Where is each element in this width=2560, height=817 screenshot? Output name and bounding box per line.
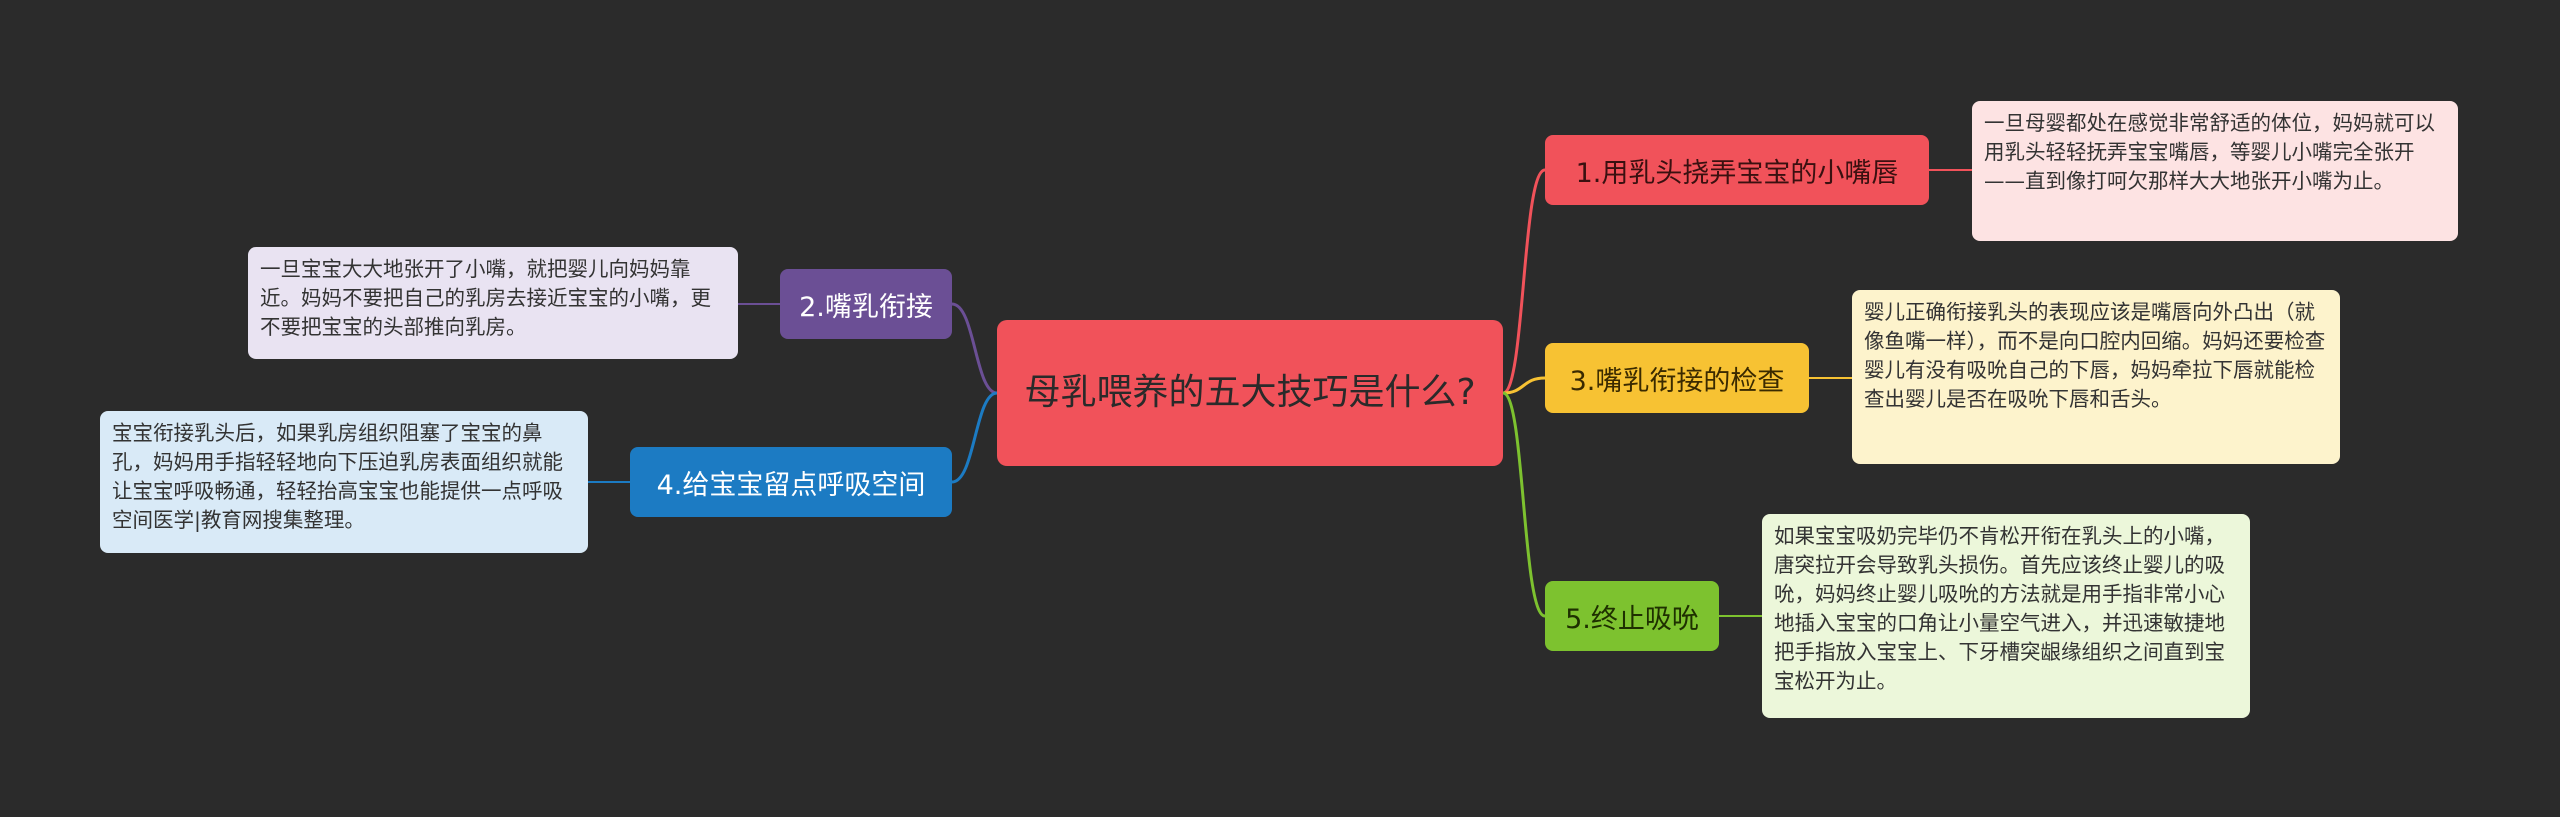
branch-4-detail-text: 宝宝衔接乳头后，如果乳房组织阻塞了宝宝的鼻孔，妈妈用手指轻轻地向下压迫乳房表面组… xyxy=(112,421,563,532)
branch-2-detail[interactable]: 一旦宝宝大大地张开了小嘴，就把婴儿向妈妈靠近。妈妈不要把自己的乳房去接近宝宝的小… xyxy=(248,247,738,359)
branch-3-detail[interactable]: 婴儿正确衔接乳头的表现应该是嘴唇向外凸出（就像鱼嘴一样），而不是向口腔内回缩。妈… xyxy=(1852,290,2340,464)
branch-5[interactable]: 5.终止吸吮 xyxy=(1545,581,1719,651)
link-center-b4 xyxy=(951,391,998,484)
branch-1-label: 1.用乳头挠弄宝宝的小嘴唇 xyxy=(1575,157,1899,189)
branch-1-detail[interactable]: 一旦母婴都处在感觉非常舒适的体位，妈妈就可以用乳头轻轻抚弄宝宝嘴唇，等婴儿小嘴完… xyxy=(1972,101,2458,241)
branch-3-label: 3.嘴乳衔接的检查 xyxy=(1569,365,1785,397)
branch-2-detail-text: 一旦宝宝大大地张开了小嘴，就把婴儿向妈妈靠近。妈妈不要把自己的乳房去接近宝宝的小… xyxy=(260,257,711,339)
branch-5-detail[interactable]: 如果宝宝吸奶完毕仍不肯松开衔在乳头上的小嘴，唐突拉开会导致乳头损伤。首先应该终止… xyxy=(1762,514,2250,718)
link-center-b5 xyxy=(1502,391,1546,618)
branch-1-detail-text: 一旦母婴都处在感觉非常舒适的体位，妈妈就可以用乳头轻轻抚弄宝宝嘴唇，等婴儿小嘴完… xyxy=(1984,111,2435,193)
branch-2-label: 2.嘴乳衔接 xyxy=(799,291,933,323)
link-center-b1 xyxy=(1502,168,1546,395)
branch-5-label: 5.终止吸吮 xyxy=(1565,603,1699,635)
central-topic[interactable]: 母乳喂养的五大技巧是什么? xyxy=(997,320,1503,466)
branch-4-detail[interactable]: 宝宝衔接乳头后，如果乳房组织阻塞了宝宝的鼻孔，妈妈用手指轻轻地向下压迫乳房表面组… xyxy=(100,411,588,553)
branch-4[interactable]: 4.给宝宝留点呼吸空间 xyxy=(630,447,952,517)
branch-3-detail-text: 婴儿正确衔接乳头的表现应该是嘴唇向外凸出（就像鱼嘴一样），而不是向口腔内回缩。妈… xyxy=(1864,300,2326,411)
branch-2[interactable]: 2.嘴乳衔接 xyxy=(780,269,952,339)
branch-5-detail-text: 如果宝宝吸奶完毕仍不肯松开衔在乳头上的小嘴，唐突拉开会导致乳头损伤。首先应该终止… xyxy=(1774,524,2225,693)
link-center-b2 xyxy=(951,302,998,395)
link-center-b3 xyxy=(1502,376,1546,395)
branch-4-label: 4.给宝宝留点呼吸空间 xyxy=(656,469,926,501)
branch-3[interactable]: 3.嘴乳衔接的检查 xyxy=(1545,343,1809,413)
branch-1[interactable]: 1.用乳头挠弄宝宝的小嘴唇 xyxy=(1545,135,1929,205)
central-topic-label: 母乳喂养的五大技巧是什么? xyxy=(1024,372,1476,413)
